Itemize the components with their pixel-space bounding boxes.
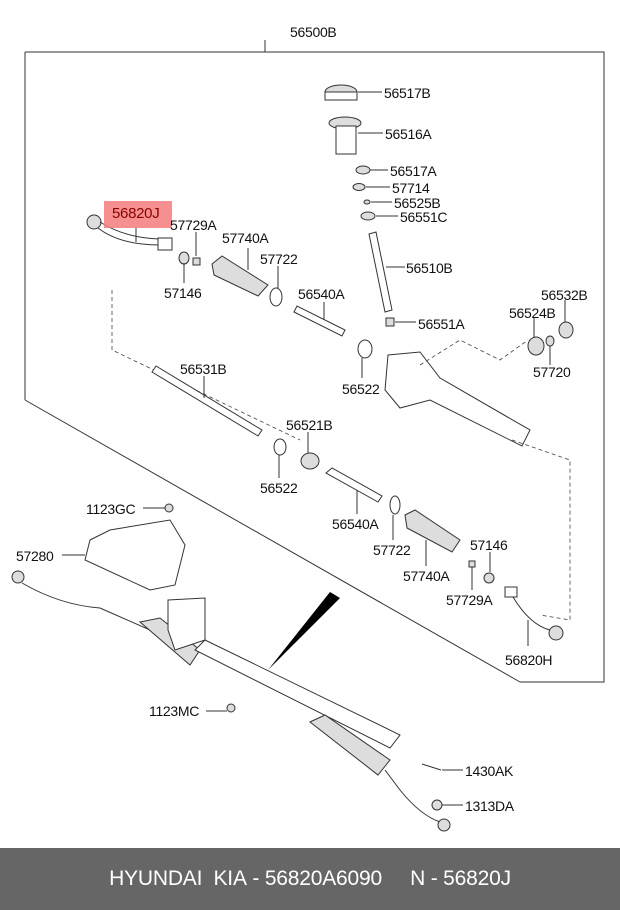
part-57280-shape bbox=[84, 519, 186, 591]
part-56517A-shape bbox=[355, 165, 371, 175]
part-56540A-bottom-shape bbox=[325, 467, 383, 503]
part-56820J-arm bbox=[97, 227, 161, 246]
label-56522-upper[interactable]: 56522 bbox=[342, 381, 380, 397]
part-57722-bottom-shape bbox=[389, 495, 401, 515]
part-info-footer: HYUNDAI KIA - 56820A6090 N - 56820J bbox=[0, 848, 620, 910]
part-56551A-shape bbox=[385, 317, 395, 327]
part-56531B-shape bbox=[151, 365, 263, 437]
label-56540A-bottom[interactable]: 56540A bbox=[332, 516, 379, 532]
part-lower-right-boot bbox=[309, 714, 391, 776]
label-56532B[interactable]: 56532B bbox=[541, 287, 588, 303]
part-57146-top-shape bbox=[178, 251, 190, 265]
assembly-frame bbox=[25, 51, 605, 683]
label-56531B[interactable]: 56531B bbox=[180, 361, 227, 377]
part-56820J-nut bbox=[157, 237, 173, 251]
part-56540A-top-shape bbox=[293, 305, 346, 337]
part-housing-upper bbox=[384, 351, 531, 447]
label-57722-bottom[interactable]: 57722 bbox=[373, 542, 411, 558]
dash-guide-right bbox=[419, 339, 529, 366]
part-56820J-ball bbox=[86, 214, 102, 230]
label-57740A-bottom[interactable]: 57740A bbox=[403, 568, 450, 584]
part-lower-right-tie-rod-ball bbox=[437, 818, 451, 832]
footer-part-number: 56820A6090 bbox=[264, 867, 382, 890]
label-56540A-top[interactable]: 56540A bbox=[298, 286, 345, 302]
label-56521B[interactable]: 56521B bbox=[286, 417, 333, 433]
highlight-56820J bbox=[104, 201, 172, 228]
dash-guide-left bbox=[111, 290, 301, 441]
label-56820J[interactable]: 56820J bbox=[112, 205, 160, 222]
part-56820H-nut bbox=[504, 586, 518, 598]
label-56551C[interactable]: 56551C bbox=[400, 209, 448, 225]
label-1123MC[interactable]: 1123MC bbox=[149, 703, 200, 719]
label-56524B[interactable]: 56524B bbox=[509, 305, 556, 321]
part-57146-bottom-shape bbox=[483, 572, 495, 584]
part-56517B-body bbox=[324, 91, 358, 101]
label-57720[interactable]: 57720 bbox=[533, 364, 571, 380]
footer-ref-code: 56820J bbox=[443, 867, 511, 890]
part-lower-housing bbox=[167, 597, 206, 651]
label-56517A[interactable]: 56517A bbox=[390, 163, 437, 179]
part-57729A-bottom-shape bbox=[468, 560, 476, 568]
label-56522-lower[interactable]: 56522 bbox=[260, 480, 298, 496]
pointer-arrow bbox=[268, 592, 340, 670]
part-lower-rack-tube bbox=[194, 639, 401, 749]
part-lower-left-tie-rod-ball bbox=[11, 570, 25, 584]
assembly-frame-diagonal bbox=[24, 399, 521, 683]
diagram-drawing bbox=[11, 40, 605, 832]
parts-diagram: 56500B 56517B 56516A 56517A 57714 56525B… bbox=[11, 24, 605, 832]
part-lower-left-tie-rod bbox=[21, 582, 151, 631]
part-1313DA-shape bbox=[431, 799, 443, 811]
part-57729A-top-shape bbox=[192, 257, 201, 266]
footer-ref-prefix: N bbox=[410, 867, 426, 890]
part-57720-shape bbox=[545, 335, 555, 347]
label-57146-top[interactable]: 57146 bbox=[164, 285, 202, 301]
part-lower-right-tie-rod bbox=[384, 769, 441, 823]
part-1123MC-shape bbox=[226, 703, 236, 713]
part-1123GC-shape bbox=[164, 503, 174, 513]
label-57729A-bottom[interactable]: 57729A bbox=[446, 592, 493, 608]
label-56525B[interactable]: 56525B bbox=[394, 195, 441, 211]
footer-brand: HYUNDAI KIA bbox=[109, 867, 247, 890]
label-56510B[interactable]: 56510B bbox=[406, 260, 453, 276]
label-56517B[interactable]: 56517B bbox=[384, 85, 431, 101]
label-1313DA[interactable]: 1313DA bbox=[465, 798, 514, 814]
part-56525B-shape bbox=[363, 199, 371, 205]
label-56516A[interactable]: 56516A bbox=[385, 126, 432, 142]
footer-gap bbox=[382, 867, 410, 891]
label-57146-bottom[interactable]: 57146 bbox=[470, 537, 508, 553]
label-56820H[interactable]: 56820H bbox=[505, 652, 553, 668]
assembly-label: 56500B bbox=[290, 24, 337, 40]
footer-separator-1: - bbox=[246, 867, 265, 890]
label-57740A-top[interactable]: 57740A bbox=[222, 230, 269, 246]
label-1123GC[interactable]: 1123GC bbox=[86, 501, 136, 517]
footer-separator-2: - bbox=[425, 867, 444, 890]
part-57722-top-shape bbox=[269, 287, 283, 307]
part-1430AK-shape bbox=[421, 763, 442, 771]
part-56522-upper-shape bbox=[357, 339, 373, 359]
label-57729A-top[interactable]: 57729A bbox=[170, 217, 217, 233]
label-57280[interactable]: 57280 bbox=[16, 548, 54, 564]
part-56820H-arm bbox=[512, 596, 551, 631]
part-56516A-body bbox=[335, 125, 357, 155]
part-56820H-ball bbox=[548, 625, 564, 641]
part-56521B-shape bbox=[300, 452, 320, 470]
label-1430AK[interactable]: 1430AK bbox=[465, 763, 514, 779]
part-56532B-shape bbox=[558, 321, 574, 339]
label-56551A[interactable]: 56551A bbox=[418, 316, 465, 332]
label-57714[interactable]: 57714 bbox=[392, 180, 430, 196]
part-56522-lower-shape bbox=[273, 438, 287, 456]
part-56551C-shape bbox=[360, 211, 376, 221]
label-57722-top[interactable]: 57722 bbox=[260, 251, 298, 267]
part-57740A-top-shape bbox=[211, 255, 269, 297]
part-56510B-shape bbox=[368, 231, 393, 313]
part-57740A-bottom-shape bbox=[404, 509, 461, 553]
part-56524B-shape bbox=[527, 336, 545, 356]
dash-guide-right-lower bbox=[511, 439, 571, 621]
part-57714-shape bbox=[352, 183, 366, 191]
